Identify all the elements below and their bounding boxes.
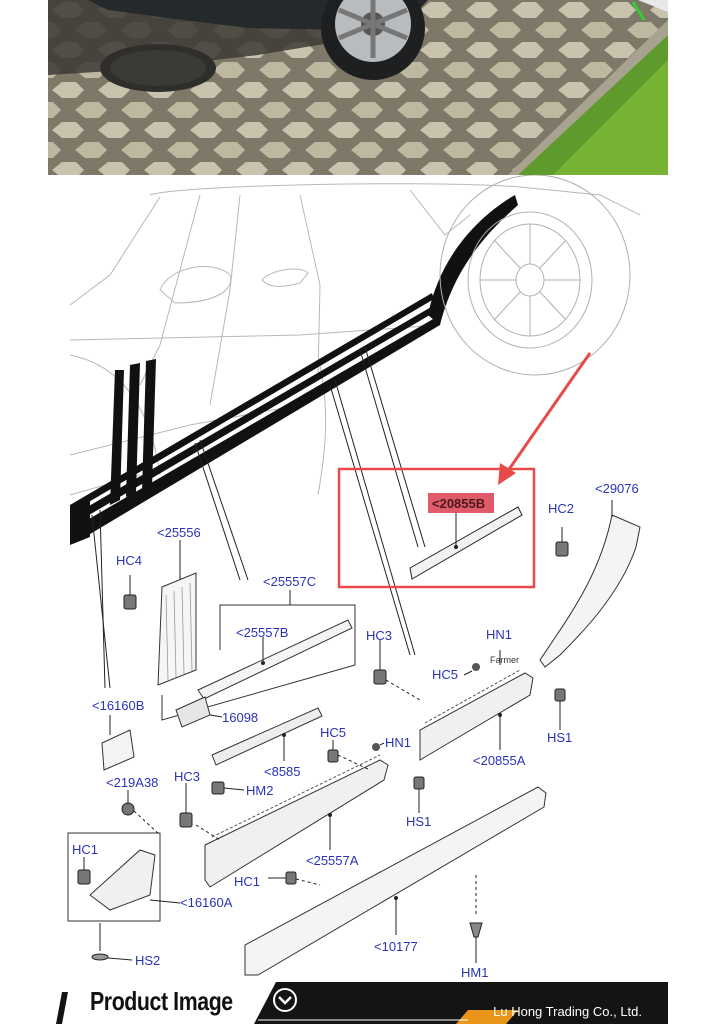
part-29076 xyxy=(539,514,641,668)
parts-diagram: <20855B xyxy=(0,174,717,985)
label-hc5-top: HC5 xyxy=(432,667,458,682)
chevron-down-icon[interactable] xyxy=(272,987,298,1013)
part-20855a xyxy=(419,672,534,761)
label-hc1: HC1 xyxy=(234,874,260,889)
car-outline xyxy=(149,183,641,216)
part-10177 xyxy=(244,786,547,976)
label-25557a: <25557A xyxy=(306,853,359,868)
label-hs1-right: HS1 xyxy=(547,730,572,745)
label-hc4: HC4 xyxy=(116,553,142,568)
wheel-arch-trim xyxy=(428,195,518,325)
footer-title: Product Image xyxy=(90,986,233,1016)
label-29076: <29076 xyxy=(595,481,639,496)
label-219a38: <219A38 xyxy=(106,775,158,790)
label-hc2: HC2 xyxy=(548,501,574,516)
label-hs2: HS2 xyxy=(135,953,160,968)
label-hs1-mid: HS1 xyxy=(406,814,431,829)
part-25557a xyxy=(204,759,389,888)
label-16160a: <16160A xyxy=(180,895,233,910)
label-25557b: <25557B xyxy=(236,625,288,640)
highlight-box xyxy=(337,467,536,589)
label-10177: <10177 xyxy=(374,939,418,954)
highlighted-part-label: <20855B xyxy=(432,496,485,511)
label-20855a: <20855A xyxy=(473,753,526,768)
watermark-text: Farmer xyxy=(490,655,519,665)
label-hm2: HM2 xyxy=(246,783,273,798)
label-16160b: <16160B xyxy=(92,698,144,713)
red-arrow-icon xyxy=(498,463,516,485)
label-hn1-mid: HN1 xyxy=(385,735,411,750)
label-hm1: HM1 xyxy=(461,965,488,980)
label-hc3-top: HC3 xyxy=(366,628,392,643)
label-16098: 16098 xyxy=(222,710,258,725)
label-25557c: <25557C xyxy=(263,574,316,589)
label-25556: <25556 xyxy=(157,525,201,540)
side-stripes xyxy=(70,293,440,543)
label-8585: <8585 xyxy=(264,764,301,779)
label-hc3-low: HC3 xyxy=(174,769,200,784)
label-hn1-top: HN1 xyxy=(486,627,512,642)
company-name: Lu Hong Trading Co., Ltd. xyxy=(493,1004,642,1019)
accent-stripe xyxy=(456,1010,518,1024)
car-photo xyxy=(48,0,668,175)
wheel-icon xyxy=(439,174,631,376)
label-hc5-mid: HC5 xyxy=(320,725,346,740)
footer-banner: Product Image Lu Hong Trading Co., Ltd. xyxy=(48,982,668,1024)
part-8585 xyxy=(211,707,323,766)
label-hc1-box: HC1 xyxy=(72,842,98,857)
